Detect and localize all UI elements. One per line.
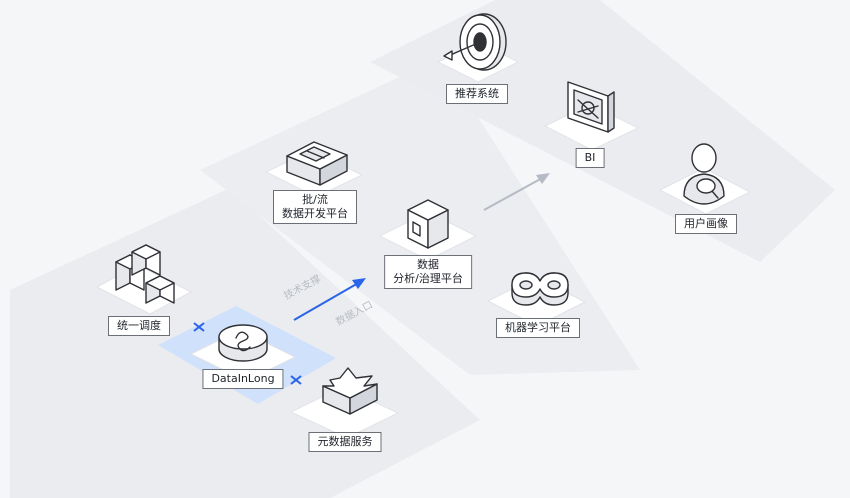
node-label-ml-platform[interactable]: 机器学习平台 <box>496 318 580 338</box>
node-label-scheduler[interactable]: 统一调度 <box>108 316 170 336</box>
node-label-batch-stream[interactable]: 批/流数据开发平台 <box>273 190 357 224</box>
node-label-line: DataInLong <box>211 372 275 385</box>
node-label-data-governance[interactable]: 数据分析/治理平台 <box>384 255 472 289</box>
upgrade-arrow-line <box>483 176 545 211</box>
x-marker-right <box>290 375 302 385</box>
node-label-line: 数据 <box>417 258 439 271</box>
node-label-line: BI <box>584 151 596 164</box>
node-label-bi[interactable]: BI <box>575 148 605 168</box>
entry-arrow-head <box>352 278 366 289</box>
blocks-icon <box>115 244 175 304</box>
person-icon <box>683 143 725 205</box>
node-label-line: 元数据服务 <box>317 435 373 448</box>
x-marker-left <box>193 322 205 332</box>
node-label-line: 机器学习平台 <box>505 321 571 334</box>
interlock-icon <box>286 141 348 186</box>
node-label-recommend-system[interactable]: 推荐系统 <box>446 84 508 104</box>
node-label-line: 数据开发平台 <box>282 207 348 220</box>
datainlong-disc-icon <box>218 324 268 362</box>
entry-arrow-line <box>293 281 361 321</box>
monitor-icon <box>567 81 615 133</box>
cube-icon <box>407 199 449 249</box>
x-block-icon <box>322 367 378 415</box>
node-label-line: 推荐系统 <box>455 87 499 100</box>
infinity-icon <box>511 272 569 306</box>
node-label-datainlong[interactable]: DataInLong <box>202 369 284 389</box>
node-label-user-profile[interactable]: 用户画像 <box>675 214 737 234</box>
target-icon <box>443 13 507 71</box>
node-label-line: 分析/治理平台 <box>393 272 463 285</box>
node-label-line: 用户画像 <box>684 217 728 230</box>
node-label-line: 批/流 <box>302 193 328 206</box>
node-label-line: 统一调度 <box>117 319 161 332</box>
upgrade-arrow-head <box>536 173 550 184</box>
node-label-metadata-service[interactable]: 元数据服务 <box>308 432 382 452</box>
